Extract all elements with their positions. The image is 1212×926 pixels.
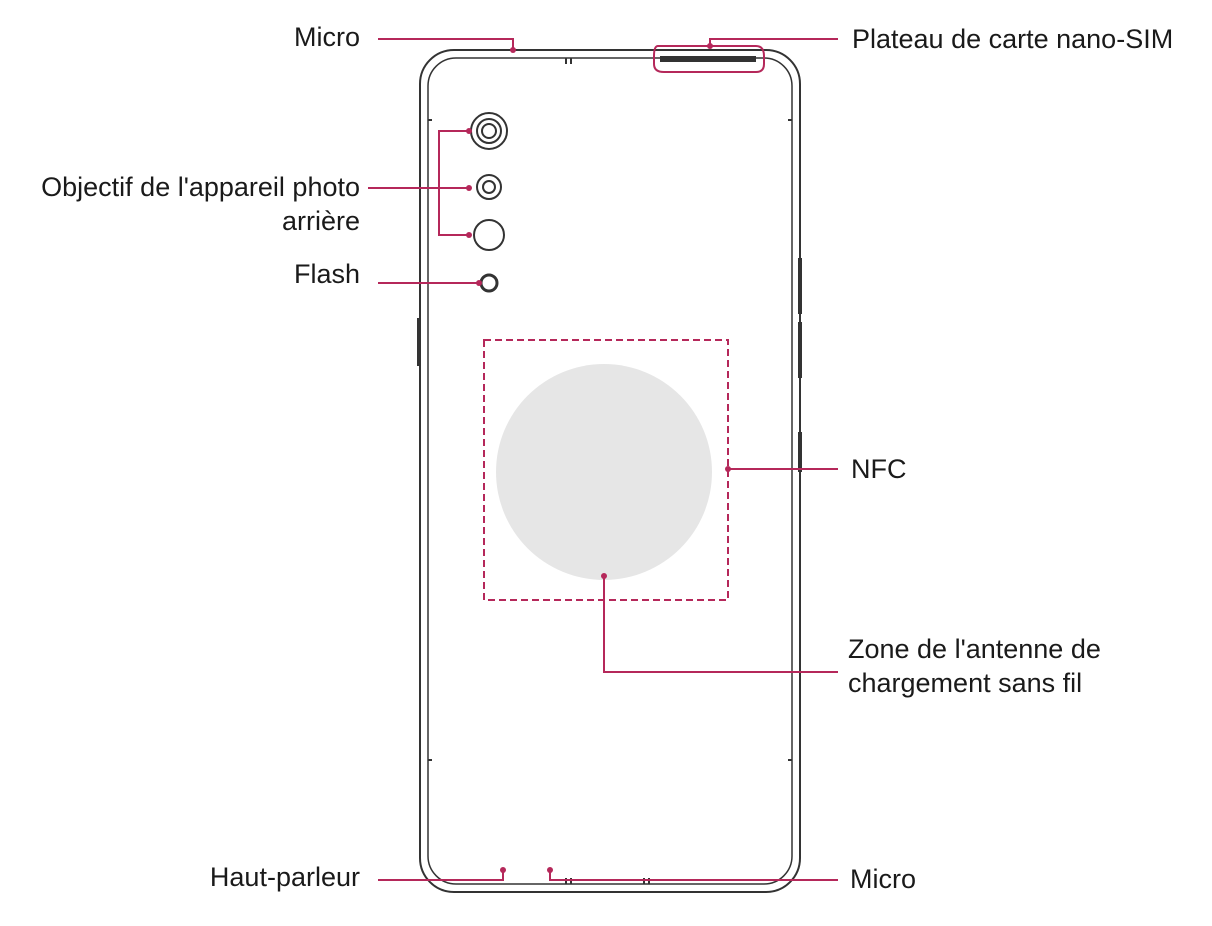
label-flash: Flash [293,259,360,289]
label-rear-camera-line1: Objectif de l'appareil photo [41,172,360,202]
label-wireless-line1: Zone de l'antenne de [848,634,1101,664]
micro-top-callout [378,38,514,50]
volume-up-button [798,258,802,314]
seam-ticks [428,58,792,884]
micro-bottom-callout [549,870,838,881]
callout-dots [466,43,731,873]
assistant-button [798,432,802,472]
label-sim-tray: Plateau de carte nano-SIM [852,24,1174,54]
power-button [417,318,421,366]
camera-lens-small [476,174,502,200]
phone-inner-frame [427,57,793,885]
sim-tray-highlight [653,45,765,73]
label-nfc: NFC [851,454,907,484]
speaker-callout [378,870,504,881]
sim-tray-slot [660,56,756,62]
label-speaker: Haut-parleur [209,862,360,892]
camera-lens-third [473,219,505,251]
label-wireless-charging: Zone de l'antenne de chargement sans fil [848,632,1101,700]
label-rear-camera: Objectif de l'appareil photo arrière [0,170,360,238]
label-rear-camera-line2: arrière [281,206,360,236]
flash-ring [479,273,499,293]
label-wireless-line2: chargement sans fil [848,668,1083,698]
label-micro-top: Micro [294,22,360,52]
wireless-callout [603,576,838,673]
side-buttons [417,258,802,472]
wireless-charging-coil [496,364,712,580]
sim-tray-callout [709,38,838,46]
label-micro-bottom: Micro [850,864,916,894]
rear-cameras [470,112,508,293]
rear-camera-callout [438,130,469,236]
volume-down-button [798,322,802,378]
